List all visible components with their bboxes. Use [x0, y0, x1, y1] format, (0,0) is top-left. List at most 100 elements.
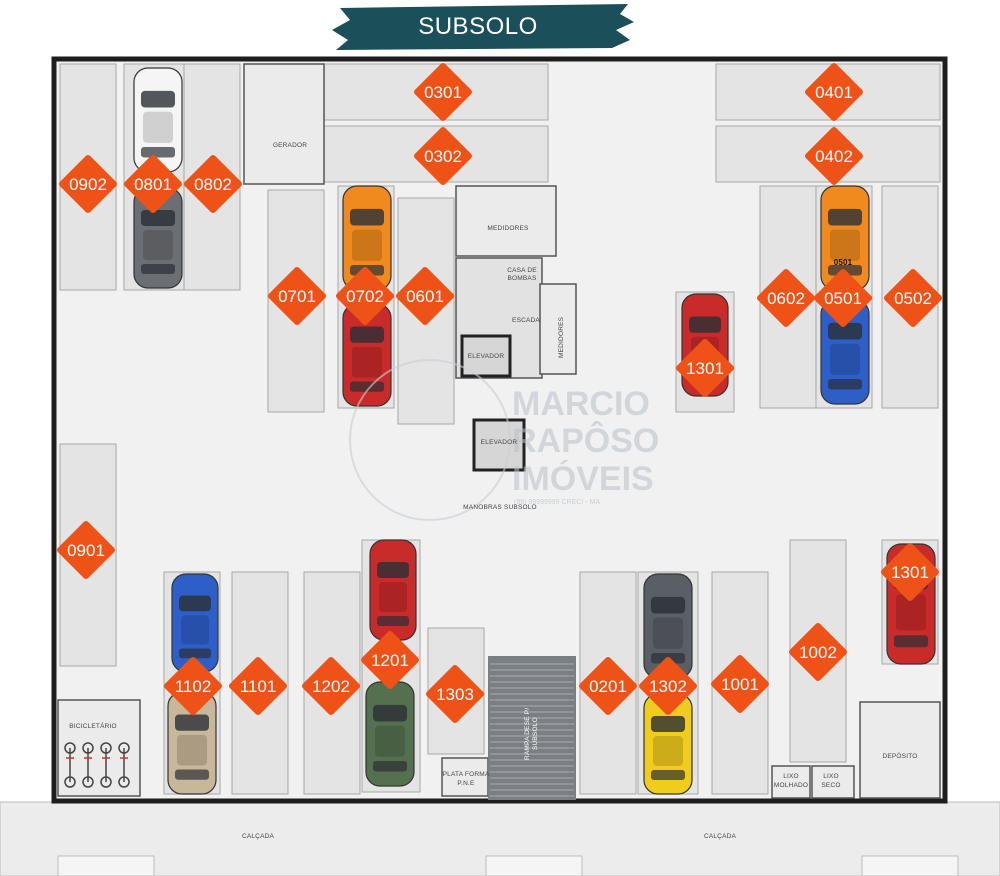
space-badge-0901: 0901 — [57, 521, 115, 579]
car-icon — [820, 185, 870, 291]
plataforma-room — [441, 757, 489, 797]
space-badge-1303: 1303 — [426, 665, 484, 723]
space-number: 0401 — [815, 83, 853, 102]
car-icon — [167, 691, 217, 795]
room-label-plataforma-1: PLATA FORMA — [443, 771, 490, 778]
space-number: 0301 — [424, 83, 462, 102]
space-number: 0402 — [815, 147, 853, 166]
space-badge-0701: 0701 — [268, 267, 326, 325]
bicycles-icon — [64, 742, 130, 788]
space-badge-0301: 0301 — [414, 63, 472, 121]
car-icon — [171, 573, 219, 673]
service-core — [57, 63, 941, 799]
badge-diamond-icon — [789, 623, 847, 681]
badge-diamond-icon — [579, 657, 637, 715]
space-number: 0302 — [424, 147, 462, 166]
badge-diamond-icon — [57, 521, 115, 579]
badge-diamond-icon — [414, 63, 472, 121]
car-icon — [369, 539, 417, 641]
space-badge-0902: 0902 — [59, 155, 117, 213]
space-number: 0201 — [589, 677, 627, 696]
room-label-elevador-1: ELEVADOR — [468, 353, 505, 360]
room-label-casa-bombas-2: BOMBAS — [507, 275, 536, 282]
space-number: 1001 — [721, 675, 759, 694]
room-label-medidores: MEDIDORES — [487, 225, 529, 232]
sidewalk-ramp — [861, 855, 959, 876]
space-badge-1001: 1001 — [711, 655, 769, 713]
room-label-bicicletario: BICICLETÁRIO — [69, 721, 117, 730]
space-number: 0601 — [406, 287, 444, 306]
space-badge-0201: 0201 — [579, 657, 637, 715]
badge-diamond-icon — [184, 155, 242, 213]
badge-diamond-icon — [229, 657, 287, 715]
space-number: 1202 — [312, 677, 350, 696]
space-number: 1002 — [799, 643, 837, 662]
space-badge-1302: 1302 — [639, 657, 697, 715]
space-number: 0901 — [67, 541, 105, 560]
space-number: 0802 — [194, 175, 232, 194]
room-label-elevador-2: ELEVADOR — [481, 439, 518, 446]
badge-diamond-icon — [757, 269, 815, 327]
badge-diamond-icon — [361, 631, 419, 689]
car-icon — [133, 67, 183, 173]
space-number: 1302 — [649, 677, 687, 696]
room-label-casa-bombas-1: CASA DE — [507, 267, 537, 274]
space-number: 1301 — [891, 563, 929, 582]
badge-diamond-icon — [676, 339, 734, 397]
space-number: 0602 — [767, 289, 805, 308]
badge-diamond-icon — [884, 269, 942, 327]
sidewalk-ramp — [485, 855, 583, 876]
room-label-rampa-2: SUBSOLO — [532, 717, 539, 750]
car-icon — [365, 681, 415, 787]
watermark-line4: (99) 99999999 CRECI - MA — [514, 499, 600, 506]
medidores-room — [455, 185, 557, 257]
space-badge-0802: 0802 — [184, 155, 242, 213]
space-number: 1101 — [240, 677, 277, 696]
space-badge-1301: 1301 — [881, 543, 939, 601]
car-plate-label: 0501 — [834, 258, 853, 267]
space-number: 1301 — [686, 359, 724, 378]
bicicletario-room — [57, 699, 141, 797]
space-number: 1102 — [175, 677, 212, 696]
room-label-escada: ESCADA — [512, 317, 540, 324]
badge-diamond-icon — [711, 655, 769, 713]
car-icon — [820, 299, 870, 405]
badge-diamond-icon — [268, 267, 326, 325]
badge-diamond-icon — [639, 657, 697, 715]
space-number: 1201 — [371, 651, 409, 670]
space-badge-1201: 1201 — [361, 631, 419, 689]
room-label-lixo-molhado-1: LIXO — [783, 773, 799, 780]
space-badge-1202: 1202 — [302, 657, 360, 715]
space-badge-0402: 0402 — [805, 127, 863, 185]
room-label-deposito: DEPÓSITO — [882, 751, 917, 760]
room-label-rampa-1: RAMPA DESE P/ — [524, 708, 531, 760]
badge-diamond-icon — [302, 657, 360, 715]
space-badge-0502: 0502 — [884, 269, 942, 327]
space-number: 0702 — [346, 287, 384, 306]
sidewalk-ramp — [57, 855, 155, 876]
cars — [133, 67, 936, 795]
gerador-room — [243, 63, 325, 185]
room-labels: GERADOR MEDIDORES CASA DE BOMBAS ESCADA … — [69, 142, 917, 840]
space-badge-0602: 0602 — [757, 269, 815, 327]
badge-diamond-icon — [805, 127, 863, 185]
deposito-room — [859, 701, 941, 799]
badge-diamond-icon — [336, 267, 394, 325]
space-number: 0902 — [69, 175, 107, 194]
badge-diamond-icon — [164, 657, 222, 715]
lixo-molhado-room — [771, 765, 811, 799]
space-badge-1301: 1301 — [676, 339, 734, 397]
medidores-side — [539, 283, 577, 375]
elevator-2 — [472, 418, 526, 472]
watermark-line3: IMÓVEIS — [512, 460, 654, 498]
space-badge-1101: 1101 — [229, 657, 287, 715]
badge-diamond-icon — [426, 665, 484, 723]
space-badge-0702: 0702 — [336, 267, 394, 325]
car-icon — [643, 693, 693, 795]
watermark-line2: RAPÔSO — [512, 421, 659, 460]
badge-diamond-icon — [59, 155, 117, 213]
room-label-gerador: GERADOR — [273, 142, 307, 149]
badge-diamond-icon — [814, 269, 872, 327]
